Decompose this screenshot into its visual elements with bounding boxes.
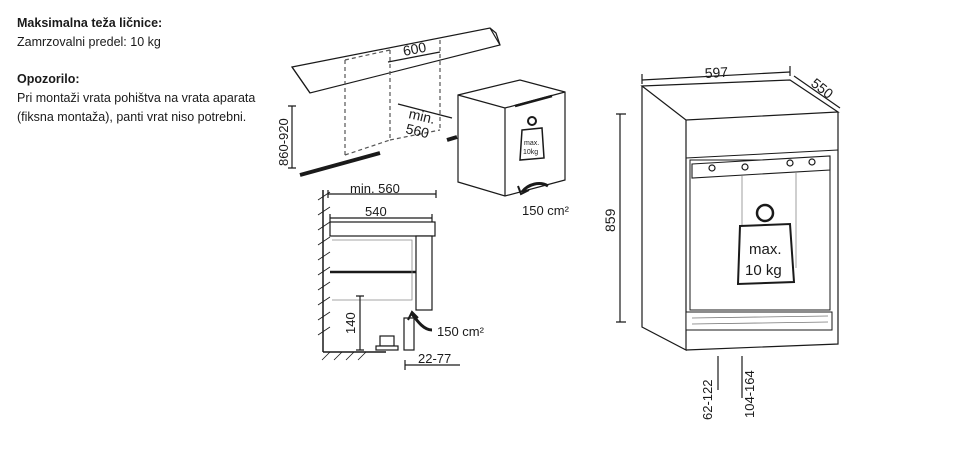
appliance-view <box>616 66 841 398</box>
appliance-weight-label: max. <box>749 241 782 258</box>
warning-line-2: (fiksna montaža), panti vrat niso potreb… <box>17 110 247 124</box>
niche-vent-area: 150 cm² <box>522 203 570 218</box>
section-min-depth: min. 560 <box>350 181 400 196</box>
notes-panel: Maksimalna teža ličnice: Zamrzovalni pre… <box>17 14 287 127</box>
warning-line-1: Pri montaži vrata pohištva na vrata apar… <box>17 91 256 105</box>
warning-heading: Opozorilo: <box>17 72 80 86</box>
load-heading: Maksimalna teža ličnice: <box>17 16 163 30</box>
weight-icon-small <box>519 116 545 161</box>
appliance-width: 597 <box>704 64 728 81</box>
appliance-weight-value: 10 kg <box>745 262 782 279</box>
section-depth: 540 <box>365 204 387 219</box>
niche-width: 600 <box>402 39 428 59</box>
appliance-height: 859 <box>602 208 618 232</box>
niche-min-label: min. <box>407 105 436 127</box>
appliance-foot-height-1: 62-122 <box>700 380 715 420</box>
niche-view <box>288 27 566 197</box>
section-plinth-height: 140 <box>343 312 358 334</box>
appliance-foot-height-2: 104-164 <box>742 370 757 418</box>
niche-weight-value: 10kg <box>523 149 538 156</box>
niche-weight-label: max. <box>524 140 539 147</box>
section-view <box>317 190 460 370</box>
niche-height: 860-920 <box>276 118 291 166</box>
niche-min-depth: 560 <box>404 120 431 141</box>
section-plinth-offset: 22-77 <box>418 351 451 366</box>
section-vent-area: 150 cm² <box>437 324 485 339</box>
load-text: Zamrzovalni predel: 10 kg <box>17 35 161 49</box>
weight-icon-large <box>736 203 796 286</box>
